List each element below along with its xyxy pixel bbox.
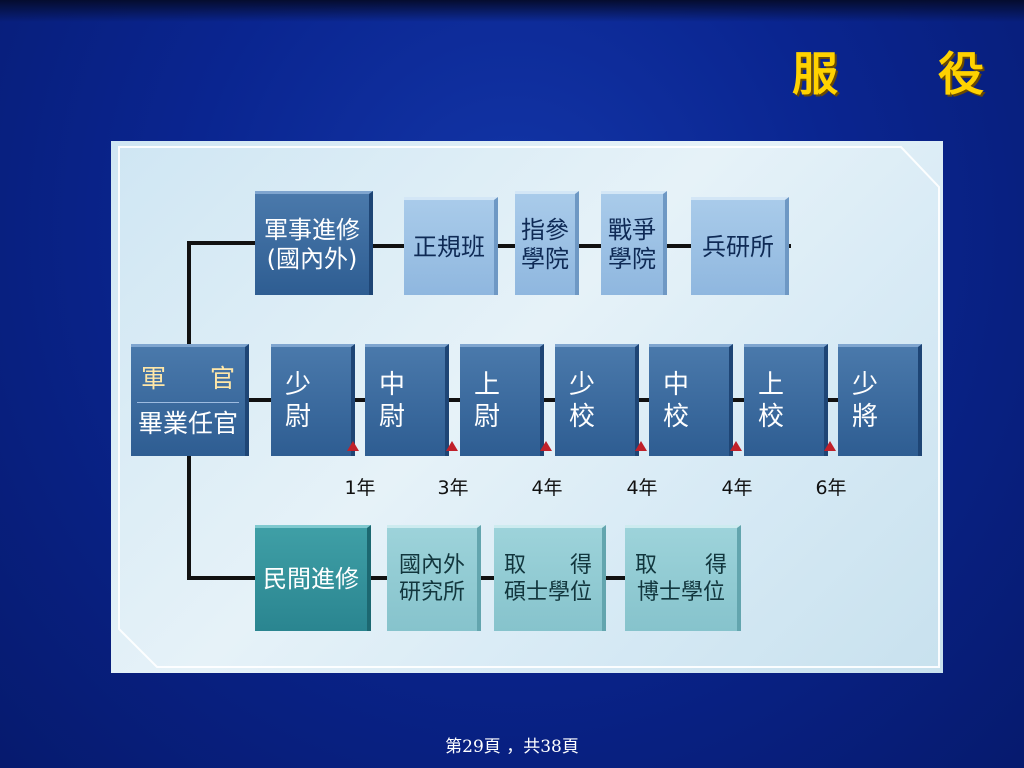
slide-title: 服 役 bbox=[791, 47, 1024, 101]
step-command-college-line2: 學院 bbox=[521, 244, 569, 273]
step-doctoral-degree: 取 得 博士學位 bbox=[625, 525, 741, 631]
page-number: 第29頁 ，共38頁 bbox=[445, 737, 579, 757]
step-war-college-line2: 學院 bbox=[608, 244, 656, 273]
civilian-education-box: 民間進修 bbox=[255, 525, 371, 631]
top-band bbox=[0, 0, 1024, 22]
rank-colonel: 上 校 bbox=[744, 344, 828, 456]
step-graduate-school-line2: 研究所 bbox=[398, 579, 465, 605]
promotion-marker bbox=[347, 441, 359, 451]
promotion-marker bbox=[730, 441, 742, 451]
step-graduate-institute: 兵研所 bbox=[691, 197, 789, 295]
promotion-marker bbox=[824, 441, 836, 451]
step-doctoral-line2: 博士學位 bbox=[636, 579, 725, 605]
step-war-college-line1: 戰爭 bbox=[608, 215, 656, 244]
step-masters-line2: 碩士學位 bbox=[503, 579, 592, 605]
step-graduate-school-line1: 國內外 bbox=[398, 553, 465, 579]
officer-box: 軍 官 畢業任官 bbox=[131, 344, 249, 456]
step-graduate-school: 國內外 研究所 bbox=[387, 525, 481, 631]
step-masters-degree: 取 得 碩士學位 bbox=[494, 525, 606, 631]
year-label: 4年 bbox=[626, 477, 658, 499]
step-masters-line1a: 取 bbox=[504, 553, 527, 579]
military-education-box: 軍事進修 (國內外) bbox=[255, 191, 373, 295]
promotion-marker bbox=[446, 441, 458, 451]
year-label: 1年 bbox=[344, 477, 376, 499]
step-regular-course-label: 正規班 bbox=[413, 233, 485, 262]
promotion-marker bbox=[635, 441, 647, 451]
rank-major-general: 少 將 bbox=[838, 344, 922, 456]
step-doctoral-line1b: 得 bbox=[704, 553, 727, 579]
officer-label-officer: 官 bbox=[209, 364, 235, 393]
step-war-college: 戰爭 學院 bbox=[601, 191, 667, 295]
year-label: 4年 bbox=[721, 477, 753, 499]
step-doctoral-line1a: 取 bbox=[635, 553, 658, 579]
year-label: 4年 bbox=[531, 477, 563, 499]
promotion-marker bbox=[540, 441, 552, 451]
year-label: 6年 bbox=[815, 477, 847, 499]
military-education-scope: (國內外) bbox=[266, 244, 358, 273]
diagram-panel: 軍 官 畢業任官 軍事進修 (國內外) 正規班 指參 學院 戰爭 學院 兵研所 … bbox=[111, 141, 943, 673]
officer-commission-label: 畢業任官 bbox=[136, 402, 240, 439]
step-command-college-line1: 指參 bbox=[521, 215, 569, 244]
step-masters-line1b: 得 bbox=[569, 553, 592, 579]
step-regular-course: 正規班 bbox=[404, 197, 498, 295]
year-label: 3年 bbox=[437, 477, 469, 499]
officer-label-army: 軍 bbox=[141, 364, 167, 393]
step-graduate-institute-label: 兵研所 bbox=[702, 233, 774, 262]
rank-lieutenant-colonel: 中 校 bbox=[649, 344, 733, 456]
step-command-college: 指參 學院 bbox=[515, 191, 579, 295]
rank-second-lieutenant: 少 尉 bbox=[271, 344, 355, 456]
rank-first-lieutenant: 中 尉 bbox=[365, 344, 449, 456]
rank-captain: 上 尉 bbox=[460, 344, 544, 456]
rank-major: 少 校 bbox=[555, 344, 639, 456]
military-education-title: 軍事進修 bbox=[264, 215, 360, 244]
